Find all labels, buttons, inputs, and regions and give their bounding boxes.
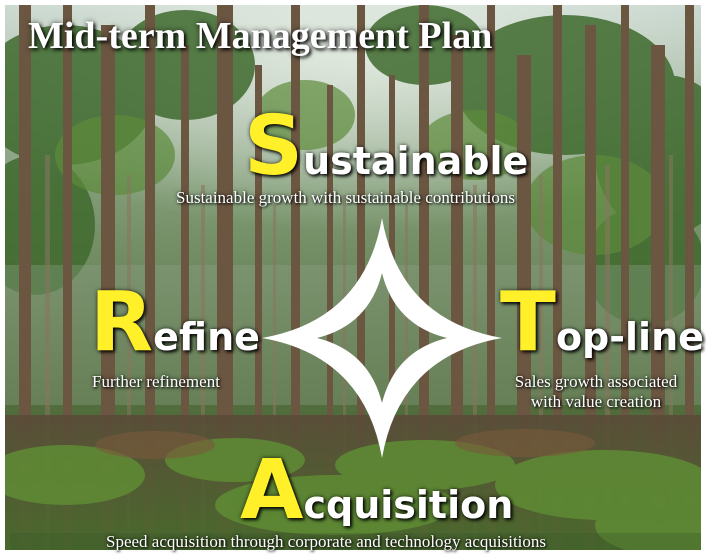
pillar-topline-initial: T bbox=[500, 275, 556, 370]
pillar-refine-rest: efine bbox=[153, 315, 260, 359]
forest-illustration bbox=[5, 5, 701, 550]
pillar-acquisition-initial: A bbox=[240, 443, 304, 538]
pillar-topline-description: Sales growth associated with value creat… bbox=[498, 372, 694, 412]
pillar-topline-heading: Top-line bbox=[500, 282, 704, 364]
bottom-shade bbox=[10, 533, 701, 550]
pillar-topline-description-line2: with value creation bbox=[530, 392, 662, 411]
pillar-refine-heading: Refine bbox=[90, 282, 260, 364]
pillar-refine-description: Further refinement bbox=[92, 372, 220, 391]
pillar-acquisition-rest: cquisition bbox=[303, 483, 514, 527]
slide-title: Mid-term Management Plan bbox=[28, 15, 493, 57]
pillar-refine-initial: R bbox=[90, 275, 154, 370]
pillar-sustainable-rest: ustainable bbox=[303, 139, 529, 183]
pillar-acquisition-description: Speed acquisition through corporate and … bbox=[106, 532, 547, 551]
pillar-acquisition-heading: Acquisition bbox=[240, 450, 513, 532]
pillar-sustainable-heading: Sustainable bbox=[244, 106, 528, 188]
pillar-topline-description-line1: Sales growth associated bbox=[514, 372, 678, 391]
pillar-sustainable-description: Sustainable growth with sustainable cont… bbox=[176, 188, 516, 207]
pillar-sustainable-initial: S bbox=[244, 99, 304, 194]
pillar-topline-rest: op-line bbox=[555, 315, 704, 359]
four-point-star-icon bbox=[262, 218, 502, 458]
forest-background-image bbox=[5, 5, 701, 550]
